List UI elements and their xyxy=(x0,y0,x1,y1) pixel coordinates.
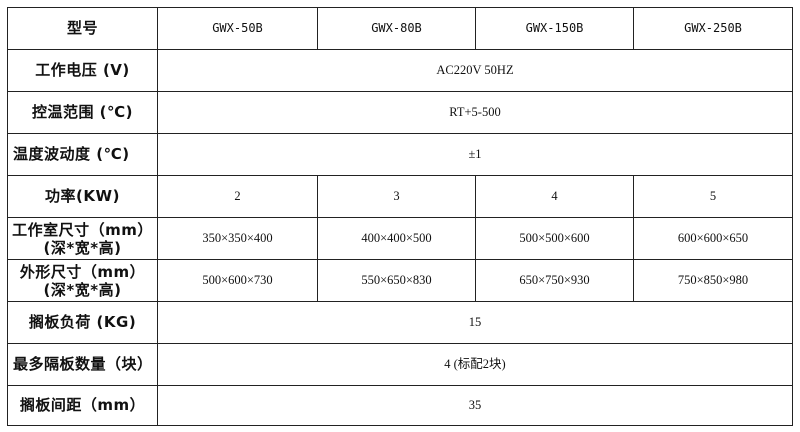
shelf-spacing-value: 35 xyxy=(157,385,793,426)
model-cell: GWX-80B xyxy=(317,7,476,50)
temp-fluct-label: 温度波动度 (℃) xyxy=(7,133,158,176)
power-value: 4 xyxy=(475,175,634,218)
table-row-temp-range: 控温范围 (℃) RT+5-500 xyxy=(7,91,793,134)
table-row-model: 型号 GWX-50B GWX-80B GWX-150B GWX-250B xyxy=(7,7,793,50)
outer-value: 500×600×730 xyxy=(157,259,318,302)
outer-label-line1: 外形尺寸（mm） xyxy=(19,262,146,281)
chamber-label: 工作室尺寸（mm） (深*宽*高) xyxy=(7,217,158,260)
max-shelves-value: 4 (标配2块) xyxy=(157,343,793,386)
table-row-voltage: 工作电压 (V) AC220V 50HZ xyxy=(7,49,793,92)
shelf-load-label: 搁板负荷 (KG) xyxy=(7,301,158,344)
power-label: 功率(KW) xyxy=(7,175,158,218)
table-row-chamber: 工作室尺寸（mm） (深*宽*高) 350×350×400 400×400×50… xyxy=(7,217,793,260)
chamber-label-line2: (深*宽*高) xyxy=(43,238,122,257)
shelf-load-value: 15 xyxy=(157,301,793,344)
table-row-outer: 外形尺寸（mm） (深*宽*高) 500×600×730 550×650×830… xyxy=(7,259,793,302)
outer-value: 550×650×830 xyxy=(317,259,476,302)
chamber-value: 500×500×600 xyxy=(475,217,634,260)
chamber-value: 600×600×650 xyxy=(633,217,793,260)
outer-label-line2: (深*宽*高) xyxy=(43,280,122,299)
power-value: 3 xyxy=(317,175,476,218)
table-row-max-shelves: 最多隔板数量（块） 4 (标配2块) xyxy=(7,343,793,386)
table-row-shelf-load: 搁板负荷 (KG) 15 xyxy=(7,301,793,344)
temp-fluct-value: ±1 xyxy=(157,133,793,176)
power-value: 5 xyxy=(633,175,793,218)
max-shelves-label: 最多隔板数量（块） xyxy=(7,343,158,386)
model-label: 型号 xyxy=(7,7,158,50)
outer-value: 650×750×930 xyxy=(475,259,634,302)
shelf-spacing-label: 搁板间距（mm） xyxy=(7,385,158,426)
outer-label: 外形尺寸（mm） (深*宽*高) xyxy=(7,259,158,302)
chamber-value: 400×400×500 xyxy=(317,217,476,260)
voltage-label: 工作电压 (V) xyxy=(7,49,158,92)
table-row-temp-fluct: 温度波动度 (℃) ±1 xyxy=(7,133,793,176)
chamber-value: 350×350×400 xyxy=(157,217,318,260)
model-cell: GWX-50B xyxy=(157,7,318,50)
temp-range-value: RT+5-500 xyxy=(157,91,793,134)
table-row-shelf-spacing: 搁板间距（mm） 35 xyxy=(7,385,793,426)
outer-value: 750×850×980 xyxy=(633,259,793,302)
chamber-label-line1: 工作室尺寸（mm） xyxy=(12,220,153,239)
table-row-power: 功率(KW) 2 3 4 5 xyxy=(7,175,793,218)
voltage-value: AC220V 50HZ xyxy=(157,49,793,92)
power-value: 2 xyxy=(157,175,318,218)
temp-range-label: 控温范围 (℃) xyxy=(7,91,158,134)
model-cell: GWX-250B xyxy=(633,7,793,50)
spec-table: 型号 GWX-50B GWX-80B GWX-150B GWX-250B 工作电… xyxy=(7,7,793,426)
model-cell: GWX-150B xyxy=(475,7,634,50)
